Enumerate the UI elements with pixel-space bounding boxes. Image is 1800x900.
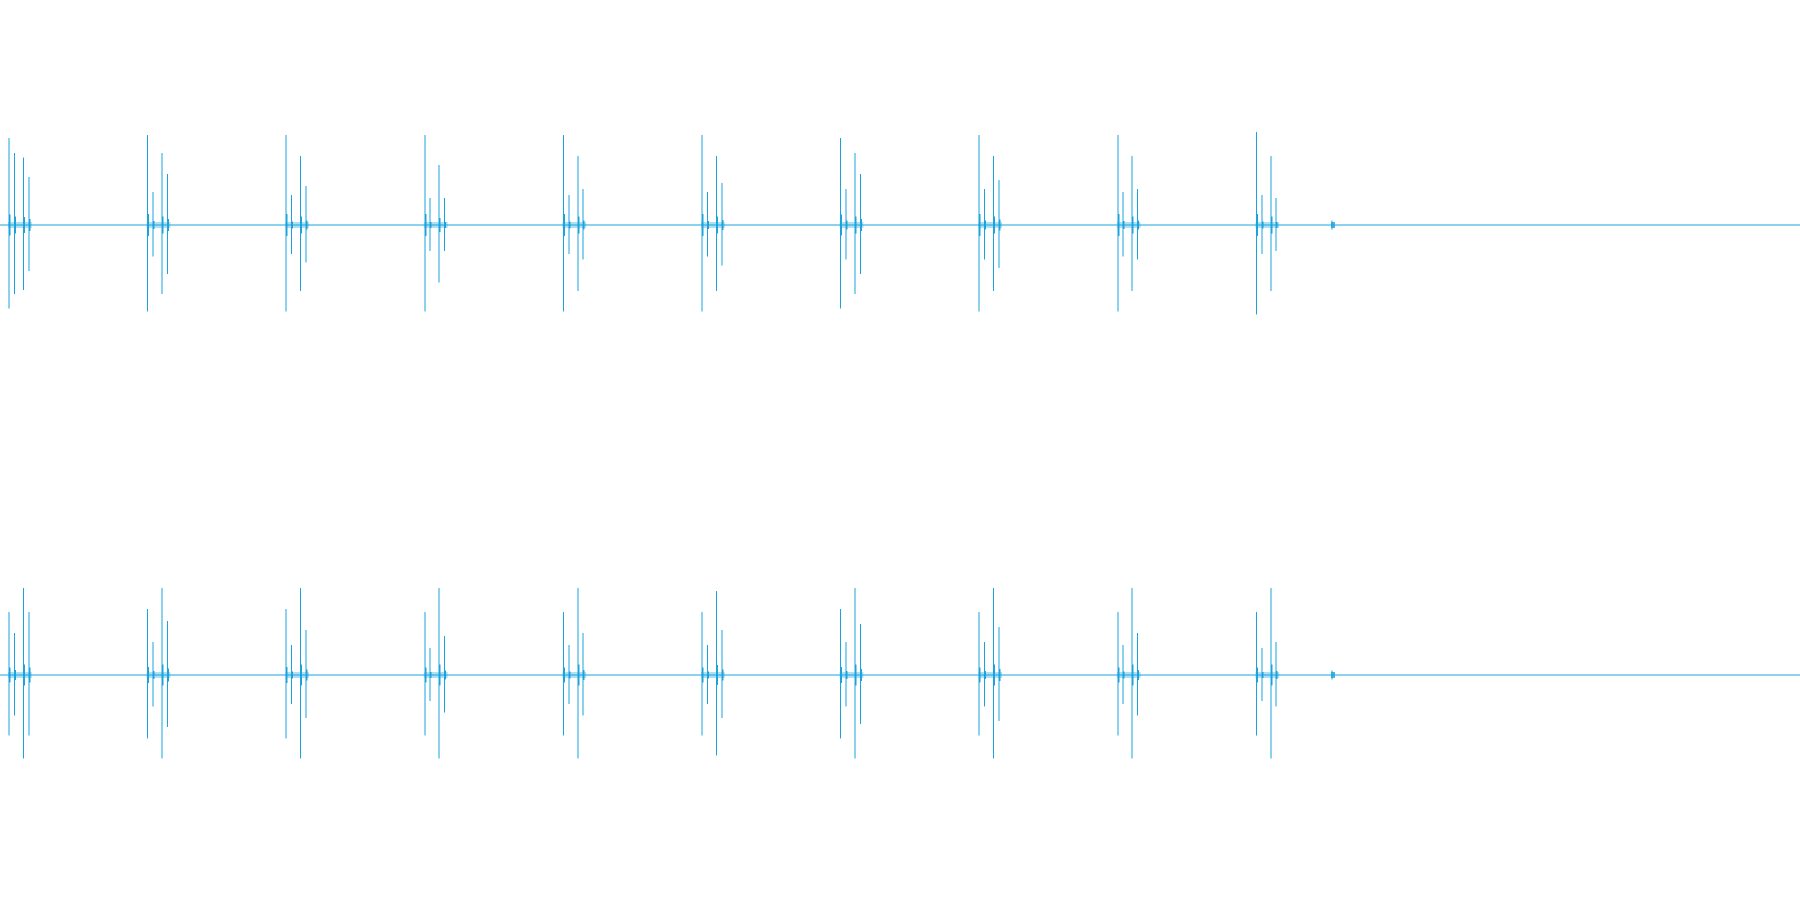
waveform-event-cluster [8,222,32,228]
waveform-event-cluster [701,672,725,678]
waveform-event-cluster [285,222,309,228]
waveform-channel-bottom [0,588,1800,759]
waveform-event-cluster [978,222,1002,228]
waveform-event-cluster [839,672,864,678]
waveform-event-cluster [423,222,448,228]
waveform-event-cluster [146,672,171,678]
waveform-event-cluster [285,672,309,678]
waveform-event-cluster [8,672,32,678]
waveform-event-cluster [1116,222,1141,228]
waveform-channel-top [0,132,1800,315]
waveform-event-cluster [1255,672,1280,678]
waveform-event-cluster [562,222,587,228]
waveform-event-cluster [423,672,448,678]
waveform-event-cluster [1331,222,1335,228]
waveform-event-cluster [1116,672,1141,678]
waveform-event-cluster [701,222,725,228]
waveform-event-cluster [978,672,1002,678]
waveform-event-cluster [146,222,171,228]
waveform-event-cluster [1255,222,1280,228]
waveform-event-cluster [839,222,864,228]
waveform-event-cluster [562,672,587,678]
waveform-event-cluster [1331,672,1335,678]
